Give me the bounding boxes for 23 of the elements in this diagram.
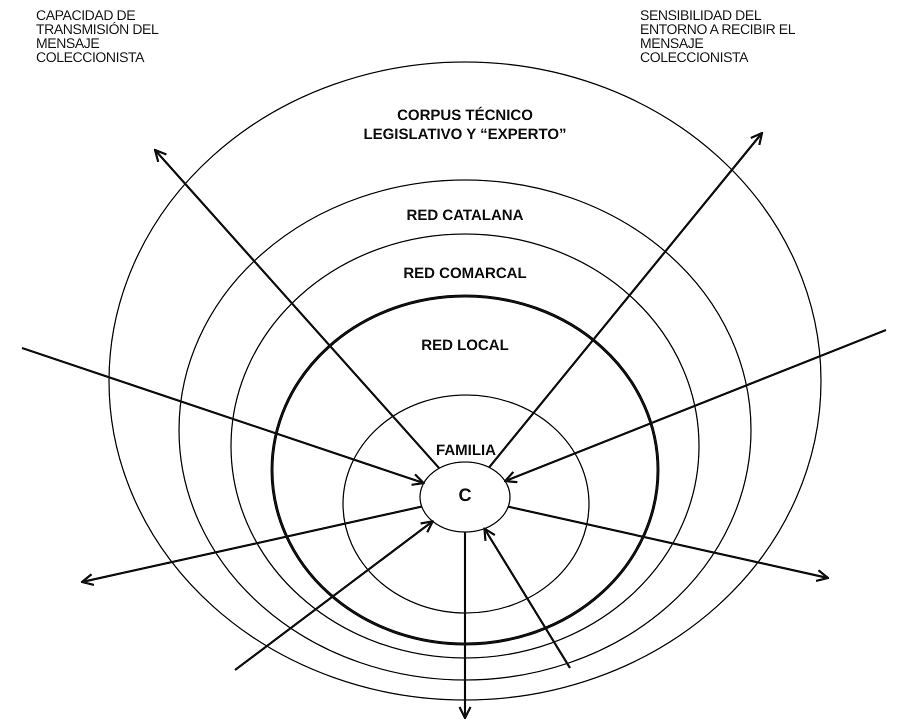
- caption-text: CAPACIDAD DE TRANSMISIÓN DEL MENSAJE COLECCIONISTA: [36, 8, 160, 64]
- ring-label: CORPUS TÉCNICO LEGISLATIVO Y “EXPERTO”: [362, 106, 568, 144]
- arrow: [458, 532, 472, 720]
- ring-ellipse: [272, 296, 658, 644]
- ring-label: RED CATALANA: [406, 206, 524, 225]
- arrow: [22, 346, 425, 486]
- ring-ellipse: [343, 395, 589, 613]
- ring-label: RED LOCAL: [421, 336, 509, 355]
- arrow: [154, 148, 440, 470]
- ring-label: RED COMARCAL: [403, 264, 527, 283]
- ring-ellipse: [231, 234, 699, 658]
- ring-ellipse: [179, 180, 751, 680]
- arrow: [234, 520, 434, 671]
- ring-ellipse: [109, 62, 821, 700]
- center-label: C: [458, 486, 472, 505]
- arrow: [483, 528, 571, 669]
- ring-label: FAMILIA: [436, 441, 496, 460]
- caption-text: SENSIBILIDAD DEL ENTORNO A RECIBIR EL MENSAJE COLECCIONISTA: [640, 8, 796, 64]
- arrow: [488, 132, 764, 468]
- arrow: [80, 506, 422, 586]
- arrow: [504, 328, 886, 484]
- arrow: [508, 506, 830, 582]
- center-circle: [420, 462, 510, 532]
